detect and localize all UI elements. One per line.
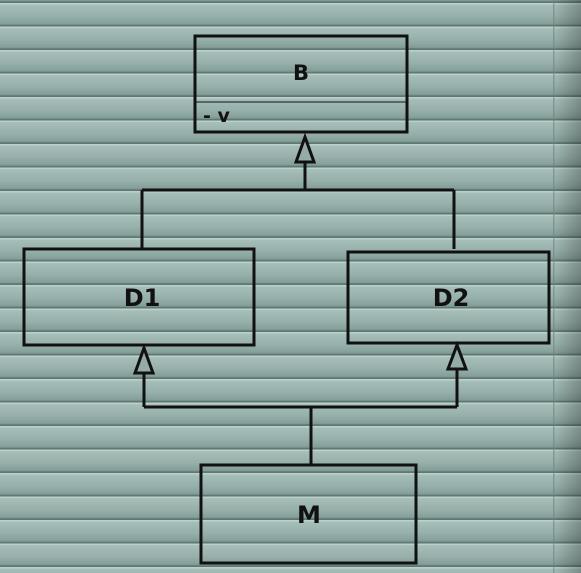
class-d2: D2 [346, 250, 551, 345]
inheritance-to-b [140, 132, 456, 249]
class-b-name: B [293, 61, 309, 85]
class-m: M [199, 463, 418, 565]
class-d1-box [22, 247, 256, 347]
class-m-box [199, 463, 418, 565]
class-d2-name: D2 [433, 284, 470, 312]
class-d1-name: D1 [124, 284, 161, 312]
class-m-name: M [297, 501, 321, 529]
inheritance-to-d1-d2 [132, 340, 469, 465]
class-d2-box [346, 250, 551, 345]
inheritance-arrow-icon [132, 343, 156, 375]
class-d1: D1 [22, 247, 256, 347]
class-b-attribute-v: - v [203, 105, 231, 127]
inheritance-arrow-icon [445, 340, 469, 371]
class-b-box [193, 34, 409, 134]
inheritance-arrow-icon [293, 132, 317, 164]
class-b: B - v [193, 34, 409, 134]
